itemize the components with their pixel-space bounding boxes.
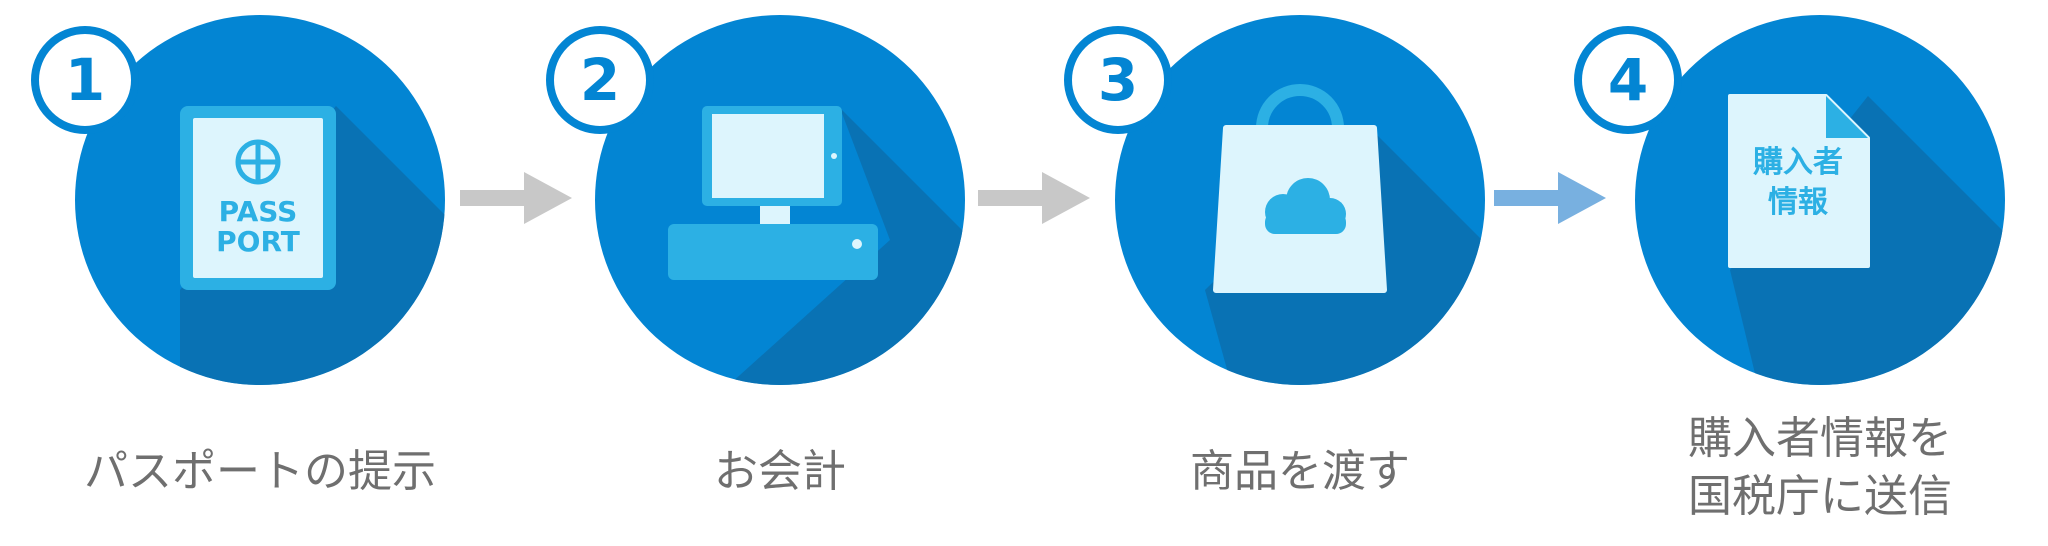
passport-text-line2: PORT <box>216 225 300 258</box>
document-text-line2: 情報 <box>1768 185 1829 220</box>
cloud-icon <box>1265 178 1346 234</box>
step-1-badge <box>31 26 139 134</box>
passport-icon: PASS PORT <box>180 106 336 290</box>
step-1-number: 1 <box>65 46 105 114</box>
arrow-2-3 <box>978 172 1090 224</box>
step-1-label: パスポートの提示 <box>84 446 436 497</box>
step-2-label: お会計 <box>714 446 846 497</box>
step-4: 購入者 情報 4 <box>1574 15 2005 385</box>
step-1: PASS PORT 1 <box>31 15 445 385</box>
shopping-bag-icon <box>1213 84 1387 293</box>
step-3-badge <box>1064 26 1172 134</box>
step-2-badge <box>546 26 654 134</box>
document-icon: 購入者 情報 <box>1728 94 1870 268</box>
step-3: 3 <box>1064 15 1485 385</box>
arrow-3-4 <box>1494 172 1606 224</box>
step-4-number: 4 <box>1608 46 1648 114</box>
step-4-badge <box>1574 26 1682 134</box>
step-2-shadow <box>690 108 965 385</box>
passport-text-line1: PASS <box>219 195 298 228</box>
step-3-label: 商品を渡す <box>1190 446 1410 497</box>
arrow-1-2 <box>460 172 572 224</box>
step-4-label: 購入者情報を 国税庁に送信 <box>1688 413 1952 522</box>
step-2: 2 <box>546 15 965 385</box>
step-2-number: 2 <box>580 46 620 114</box>
document-text-line1: 購入者 <box>1753 145 1843 180</box>
step-3-number: 3 <box>1098 46 1138 114</box>
register-icon <box>668 106 878 280</box>
